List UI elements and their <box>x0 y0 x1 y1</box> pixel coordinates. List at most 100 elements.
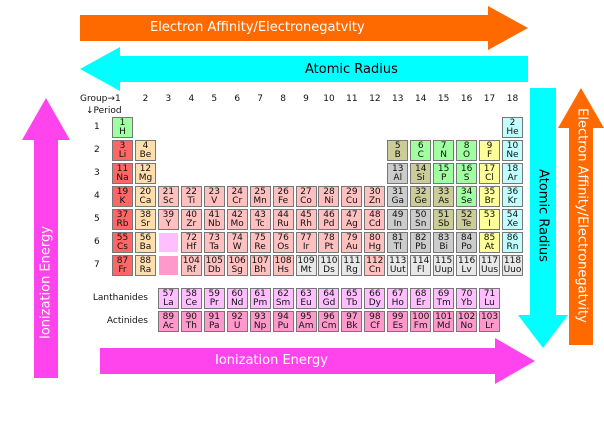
element-symbol: Lr <box>485 321 494 331</box>
element-symbol: Te <box>461 219 472 229</box>
atomic-number: 52 <box>460 210 473 220</box>
atomic-number: 114 <box>412 256 430 266</box>
element-symbol: Cu <box>345 196 358 206</box>
element-symbol: Au <box>345 242 358 252</box>
atomic-number: 24 <box>231 187 243 197</box>
element-symbol: H <box>119 127 126 137</box>
actinides-label: Actinides <box>106 316 148 326</box>
element-symbol: Ga <box>391 196 405 206</box>
atomic-number: 14 <box>414 164 427 174</box>
element-symbol: Li <box>118 150 127 160</box>
period-number: 6 <box>94 237 100 247</box>
atomic-number: 60 <box>231 289 243 299</box>
element-symbol: Si <box>416 173 425 183</box>
atomic-number: 108 <box>274 256 292 266</box>
element-symbol: Tc <box>255 219 265 229</box>
atomic-number: 12 <box>139 164 152 174</box>
element-symbol: Hf <box>186 242 197 252</box>
group-number: 16 <box>460 94 473 104</box>
element-symbol: Fr <box>118 265 127 275</box>
atomic-number: 43 <box>254 210 266 220</box>
group-number: 6 <box>234 94 241 104</box>
element-symbol: Os <box>277 242 289 252</box>
ionization-energy-bottom-label: Ionization Energy <box>215 353 328 368</box>
atomic-number: 78 <box>323 233 335 243</box>
atomic-number: 17 <box>483 164 496 174</box>
element-symbol: Es <box>392 321 403 331</box>
element-symbol: Br <box>484 196 495 206</box>
atomic-number: 100 <box>412 312 430 322</box>
placeholder-actinide <box>157 255 179 276</box>
atomic-number: 26 <box>277 187 289 197</box>
atomic-number: 109 <box>297 256 315 266</box>
atomic-number: 94 <box>277 312 289 322</box>
element-symbol: Cs <box>117 242 128 252</box>
atomic-number: 21 <box>162 187 175 197</box>
element-symbol: Cm <box>321 321 337 331</box>
element-symbol: Be <box>139 150 152 160</box>
element-symbol: S <box>463 173 470 183</box>
ionization-energy-right-arrow <box>100 338 535 384</box>
atomic-number: 20 <box>139 187 152 197</box>
period-number: 3 <box>94 168 100 178</box>
element-symbol: V <box>211 196 218 206</box>
element-symbol: Bi <box>439 242 448 252</box>
atomic-number: 77 <box>300 233 312 243</box>
atomic-number: 98 <box>369 312 381 322</box>
atomic-number: 18 <box>506 164 519 174</box>
atomic-number: 118 <box>503 256 522 266</box>
element-symbol: Gd <box>322 298 336 308</box>
element-symbol: Ir <box>302 242 310 252</box>
element-symbol: Mn <box>253 196 267 206</box>
atomic-number: 55 <box>116 233 129 243</box>
element-symbol: Hs <box>277 265 289 275</box>
element-symbol: Sr <box>140 219 151 229</box>
atomic-number: 86 <box>506 233 519 243</box>
atomic-number: 33 <box>437 187 450 197</box>
element-symbol: Yb <box>460 298 473 308</box>
atomic-number: 112 <box>366 256 384 266</box>
element-symbol: N <box>440 150 448 160</box>
atomic-number: 95 <box>300 312 312 322</box>
group-number: 15 <box>437 94 450 104</box>
atomic-number: 91 <box>208 312 220 322</box>
atomic-number: 23 <box>208 187 220 197</box>
element-symbol: Ho <box>391 298 404 308</box>
atomic-number: 87 <box>116 256 129 266</box>
atomic-number: 46 <box>323 210 335 220</box>
atomic-number: 35 <box>483 187 496 197</box>
atomic-number: 42 <box>231 210 243 220</box>
atomic-radius-side-label: Atomic Radius <box>535 169 551 262</box>
atomic-number: 34 <box>460 187 473 197</box>
atomic-number: 82 <box>414 233 427 243</box>
